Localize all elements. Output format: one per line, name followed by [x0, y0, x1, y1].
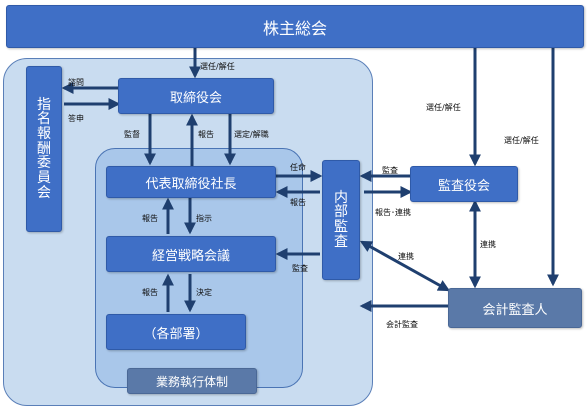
president: 代表取締役社長 — [106, 166, 276, 198]
label-supervise: 監督 — [124, 130, 140, 139]
internal-audit-char: 内 — [334, 189, 348, 206]
internal-audit-char: 部 — [334, 204, 348, 221]
audit-board-label: 監査役会 — [437, 178, 490, 194]
label-report-dept: 報告 — [142, 288, 158, 297]
label-audit-internal-board: 監査 — [382, 166, 398, 175]
board-of-directors: 取締役会 — [118, 78, 274, 114]
nomination-char: 指 — [37, 96, 51, 113]
president-label: 代表取締役社長 — [145, 176, 237, 192]
shareholders-meeting-label: 株主総会 — [262, 18, 327, 38]
business-system-label-box: 業務執行体制 — [127, 368, 257, 394]
internal-audit-char: 監 — [334, 219, 348, 235]
departments: （各部署） — [106, 314, 246, 350]
label-cooperate-internal: 連携 — [398, 252, 414, 261]
label-appoint-dismiss-audit: 選任/解任 — [426, 103, 461, 112]
nomination-char: 名 — [37, 111, 51, 128]
board-of-directors-label: 取締役会 — [169, 90, 222, 106]
nomination-char: 員 — [37, 170, 51, 187]
internal-audit: 内 部 監 査 — [322, 160, 360, 280]
label-respond: 答申 — [68, 114, 84, 123]
label-accounting-audit: 会計監査 — [386, 320, 418, 329]
nomination-char: 会 — [37, 184, 51, 201]
business-system-label: 業務執行体制 — [155, 374, 228, 389]
shareholders-meeting: 株主総会 — [6, 5, 584, 48]
nomination-char: 報 — [37, 125, 51, 142]
strategy-meeting: 経営戦略会議 — [106, 236, 276, 272]
label-report-cooperate: 報告･連携 — [375, 208, 411, 217]
label-report-strategy: 報告 — [142, 214, 158, 223]
label-consult: 諮問 — [68, 78, 84, 87]
label-report-internal: 報告 — [290, 198, 306, 207]
nomination-char: 酬 — [37, 140, 51, 157]
accounting-auditor-label: 会計監査人 — [482, 302, 548, 318]
audit-board: 監査役会 — [410, 166, 518, 202]
arrow-cooperate-internal — [359, 240, 451, 292]
label-appoint-internal: 任命 — [290, 163, 306, 172]
label-select-dismiss: 選定/解職 — [234, 130, 269, 139]
departments-label: （各部署） — [143, 326, 209, 342]
label-decide: 決定 — [196, 288, 212, 297]
label-audit-strategy: 監査 — [292, 264, 308, 273]
label-report-board: 報告 — [198, 130, 214, 139]
strategy-meeting-label: 経営戦略会議 — [151, 248, 230, 264]
nomination-committee: 指 名 報 酬 委 員 会 — [26, 66, 62, 232]
label-instruct: 指示 — [196, 214, 212, 223]
nomination-char: 委 — [37, 155, 51, 172]
internal-audit-char: 査 — [334, 233, 348, 250]
label-appoint-dismiss-board: 選任/解任 — [200, 62, 235, 71]
label-cooperate-audit: 連携 — [480, 240, 496, 249]
label-appoint-dismiss-accountant: 選任/解任 — [504, 136, 539, 145]
accounting-auditor: 会計監査人 — [448, 288, 582, 328]
